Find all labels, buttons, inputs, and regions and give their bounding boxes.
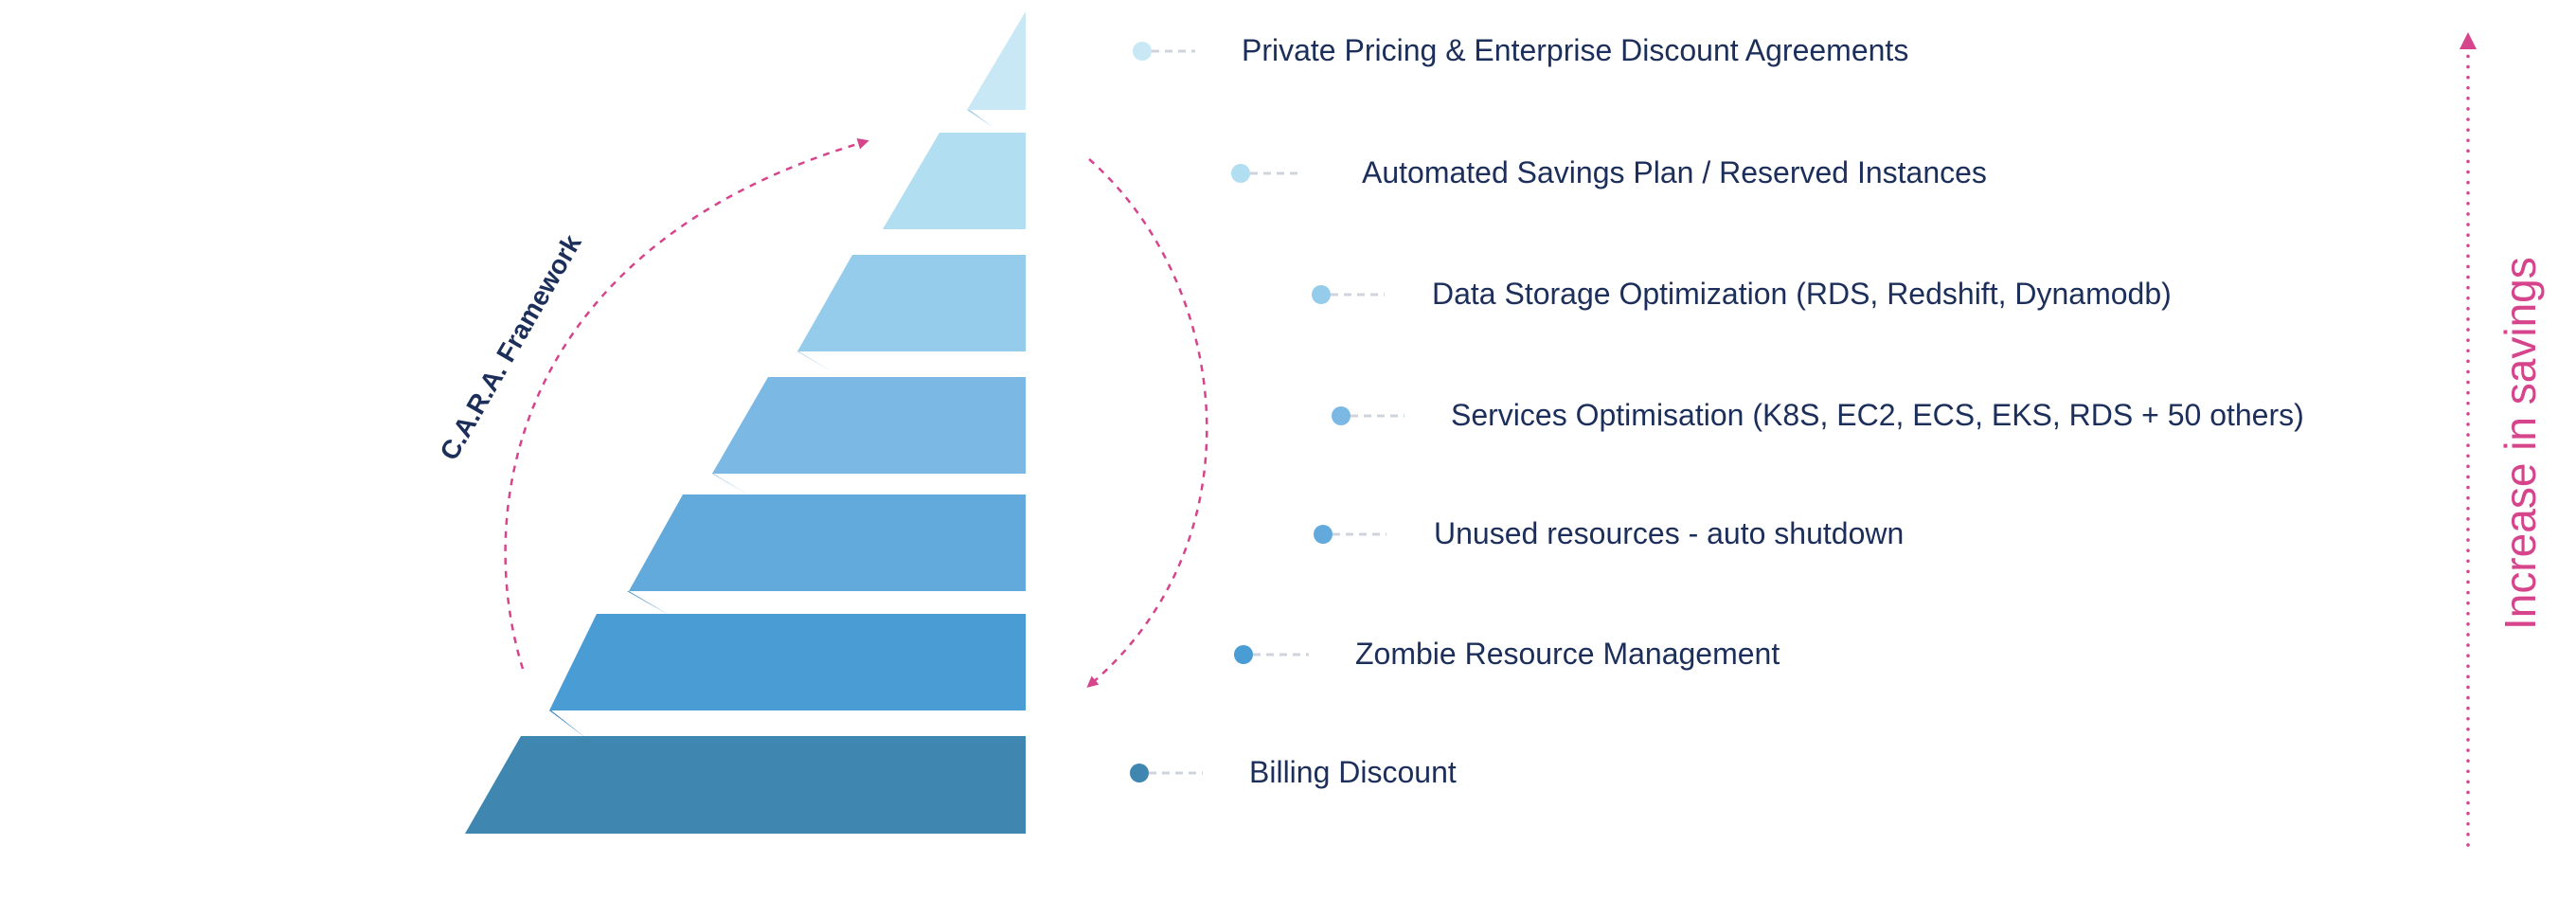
tier-label-1: Private Pricing & Enterprise Discount Ag… bbox=[1242, 33, 1908, 67]
arrow-up-icon bbox=[2460, 32, 2477, 49]
tier-label-4: Services Optimisation (K8S, EC2, ECS, EK… bbox=[1451, 398, 2304, 432]
cycle-arrow-right bbox=[1086, 158, 1208, 688]
tier-label-6: Zombie Resource Management bbox=[1355, 637, 1780, 671]
tier-fold bbox=[797, 351, 832, 371]
tier-dot-icon bbox=[1231, 164, 1250, 183]
tier-band-7 bbox=[465, 736, 1026, 834]
tier-label-3: Data Storage Optimization (RDS, Redshift… bbox=[1432, 277, 2172, 311]
tier-dot-icon bbox=[1332, 406, 1351, 425]
tier-dot-icon bbox=[1130, 764, 1149, 782]
tier-fold bbox=[627, 591, 671, 616]
tier-fold bbox=[883, 229, 917, 252]
cycle-arrows bbox=[504, 137, 1208, 688]
tier-label-5: Unused resources - auto shutdown bbox=[1434, 516, 1904, 550]
tier-band-3 bbox=[797, 255, 1026, 351]
tier-dot-icon bbox=[1314, 525, 1333, 544]
tier-dot-icon bbox=[1234, 645, 1253, 664]
tier-fold bbox=[712, 474, 748, 494]
tier-band-2 bbox=[883, 133, 1026, 229]
tier-fold bbox=[549, 710, 587, 739]
tier-dot-icon bbox=[1133, 42, 1152, 61]
tier-dot-icon bbox=[1312, 285, 1331, 304]
tier-fold bbox=[967, 110, 993, 127]
tier-band-1 bbox=[967, 11, 1026, 110]
tier-label-2: Automated Savings Plan / Reserved Instan… bbox=[1362, 155, 1987, 189]
tier-list: Private Pricing & Enterprise Discount Ag… bbox=[1130, 33, 2304, 789]
tier-band-4 bbox=[712, 377, 1026, 474]
tier-label-7: Billing Discount bbox=[1249, 755, 1457, 789]
savings-label: Increase in savings bbox=[2496, 257, 2545, 630]
tier-band-6 bbox=[549, 614, 1026, 710]
pyramid bbox=[465, 11, 1026, 834]
tier-band-5 bbox=[629, 494, 1026, 591]
cycle-arrow-left bbox=[504, 137, 869, 670]
savings-axis: Increase in savings bbox=[2460, 32, 2545, 847]
